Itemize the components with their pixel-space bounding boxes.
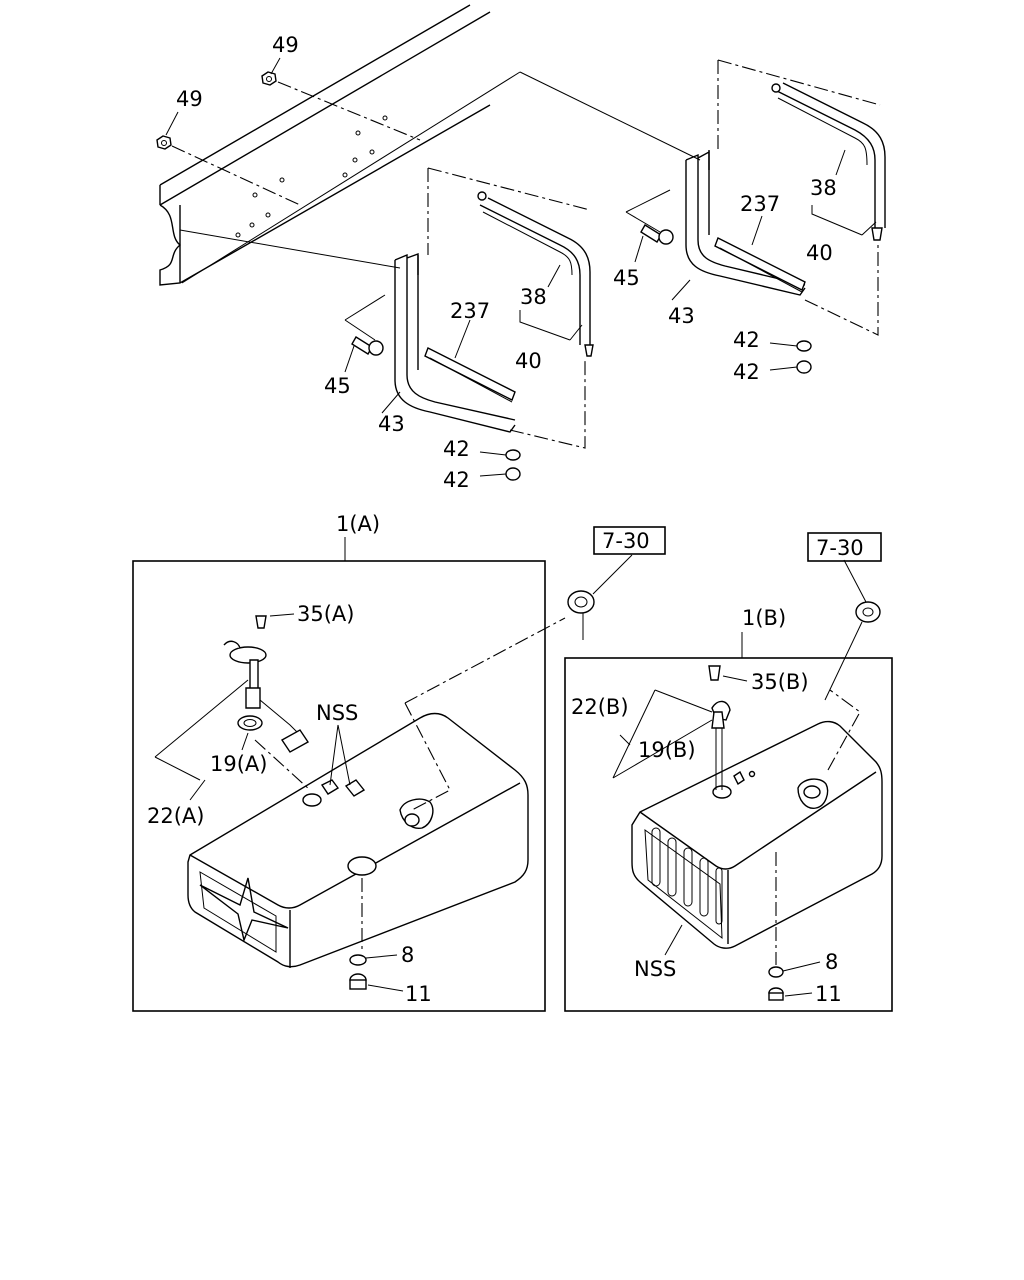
tank-a-cap-ref: 7-30 (602, 529, 650, 553)
tank-b-title: 1(B) (742, 606, 786, 630)
nuts-42-right (796, 340, 812, 374)
bolt-45-left (351, 336, 384, 356)
nut-49-lower (156, 135, 172, 150)
right-bracket-assembly (625, 59, 886, 336)
tank-a-body (187, 712, 529, 968)
callout-42-left-1: 42 (443, 437, 470, 461)
nut-49-upper (261, 71, 277, 86)
tank-a-nss-label: NSS (316, 701, 358, 725)
callout-42-right-2: 42 (733, 360, 760, 384)
tank-b-screw-label: 35(B) (751, 670, 809, 694)
tank-b-cap-ref: 7-30 (816, 536, 864, 560)
tank-b-washer-label: 8 (825, 950, 838, 974)
tank-a-title: 1(A) (336, 512, 380, 536)
tank-b-box (564, 657, 893, 1012)
callout-49-lower: 49 (176, 87, 203, 111)
tank-a-gauge-label: 22(A) (147, 804, 204, 828)
tank-b-body (631, 720, 883, 949)
callout-45-left: 45 (324, 374, 351, 398)
callout-42-left-2: 42 (443, 468, 470, 492)
callout-45-right: 45 (613, 266, 640, 290)
tank-a-washer-label: 8 (401, 943, 414, 967)
tank-a-screw-label: 35(A) (297, 602, 354, 626)
callout-38-right: 38 (810, 176, 837, 200)
tank-b-gauge-unit (708, 665, 731, 790)
callout-40-left: 40 (515, 349, 542, 373)
callout-49-upper: 49 (272, 33, 299, 57)
callout-38-left: 38 (520, 285, 547, 309)
tank-a-drain-label: 11 (405, 982, 432, 1006)
nuts-42-left (505, 449, 521, 481)
callout-43-right: 43 (668, 304, 695, 328)
tank-a-gauge-unit (223, 615, 310, 753)
callout-43-left: 43 (378, 412, 405, 436)
tank-a-cap-ref-box (593, 526, 666, 555)
tank-b-gasket-label: 19(B) (638, 738, 696, 762)
callout-237-right: 237 (740, 192, 780, 216)
frame-rail (159, 4, 701, 286)
tank-b-nss-label: NSS (634, 957, 676, 981)
tank-a-gasket-label: 19(A) (210, 752, 267, 776)
tank-b-cap-ref-box (807, 532, 882, 562)
callout-40-right: 40 (806, 241, 833, 265)
tank-b-cap (824, 601, 881, 701)
callout-42-right-1: 42 (733, 328, 760, 352)
bolt-45-right (640, 224, 674, 245)
tank-b-gauge-label: 22(B) (571, 695, 629, 719)
left-bracket-assembly (344, 167, 594, 449)
frame-holes (235, 115, 388, 238)
tank-a-box (132, 560, 546, 1012)
tank-b-drain-label: 11 (815, 982, 842, 1006)
tank-a-cap (567, 590, 595, 640)
callout-237-left: 237 (450, 299, 490, 323)
